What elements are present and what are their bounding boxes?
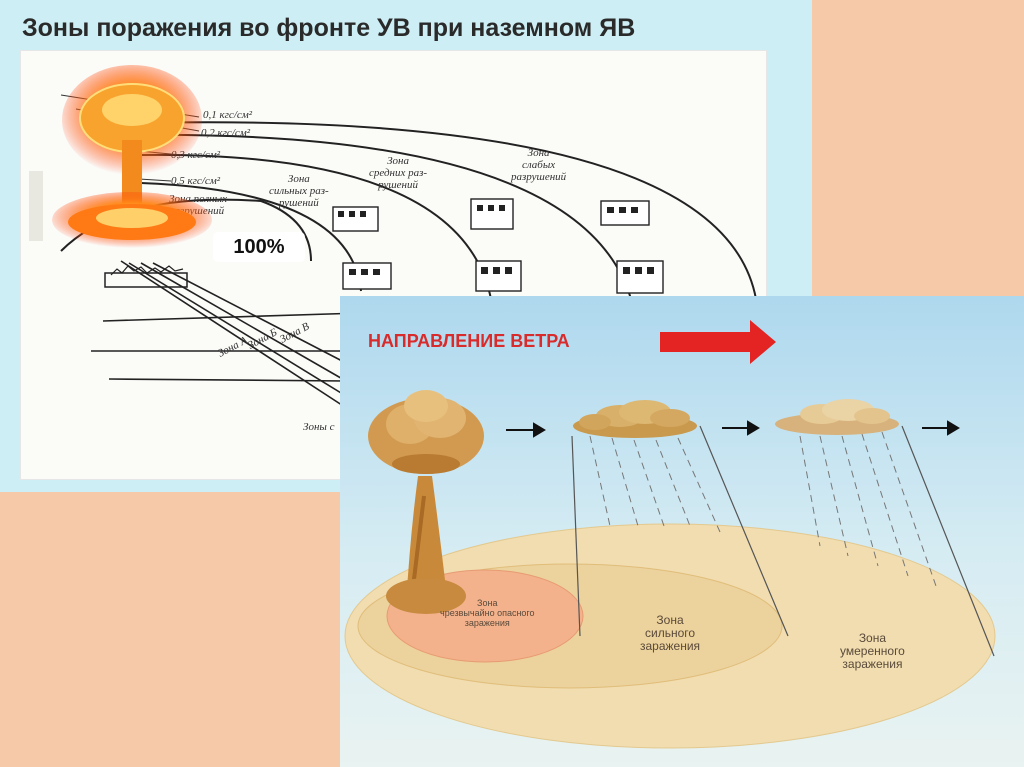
pressure-label: 0,2 кгс/см² xyxy=(201,127,251,139)
fallout-zones-drawing xyxy=(344,320,996,749)
building-icon xyxy=(616,260,664,294)
building-icon xyxy=(342,262,392,290)
strong-zone-label: Зона сильного заражения xyxy=(640,613,701,653)
arc-0-2 xyxy=(140,133,632,300)
mushroom-cloud-icon xyxy=(52,65,212,248)
percent-badge: 100% xyxy=(213,232,305,262)
building-icon xyxy=(475,260,522,292)
figure-caption: Зоны с xyxy=(303,421,335,433)
building-icon xyxy=(332,206,379,232)
rubble-icon xyxy=(104,272,188,288)
pressure-label: 0,5 кгс/см² xyxy=(171,175,221,187)
fallout-cloud-icon xyxy=(775,399,899,435)
extreme-zone-label: Зона чрезвычайно опасного заражения xyxy=(440,598,535,628)
slide-title: Зоны поражения во фронте УВ при наземном… xyxy=(22,14,636,42)
fallout-cloud-icon xyxy=(573,400,697,438)
wind-direction-label: НАПРАВЛЕНИЕ ВЕТРА xyxy=(368,331,570,351)
mushroom-cloud-icon xyxy=(368,390,484,614)
pressure-label: 0,1 кгс/см² xyxy=(203,109,253,121)
moderate-zone-label: Зона умеренного заражения xyxy=(840,631,905,671)
wind-arrow-icon xyxy=(660,320,776,364)
building-icon xyxy=(470,198,514,230)
fallout-panel: НАПРАВЛЕНИЕ ВЕТРА Зона чрезвычайно опасн… xyxy=(340,296,1024,767)
shockwave-zones-drawing xyxy=(29,94,757,412)
arc-0-1 xyxy=(140,121,757,300)
